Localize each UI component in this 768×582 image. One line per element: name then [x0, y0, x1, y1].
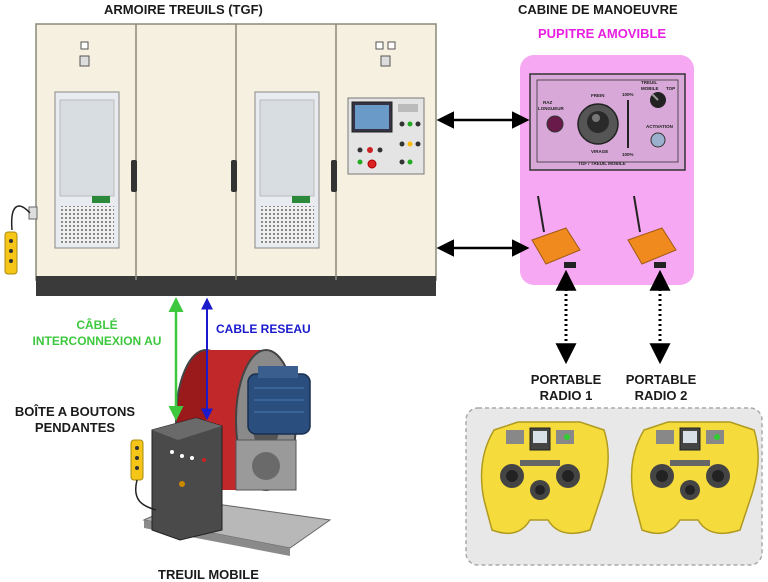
console-activation: ACTIVATION — [646, 124, 673, 129]
pendant-control-treuil — [130, 439, 157, 511]
console-virage: VIRAGE — [591, 149, 608, 154]
remote-control-1 — [480, 421, 609, 535]
console-panel-name: TGF / TREUIL MOBILE — [578, 161, 626, 166]
portable-radio-2-label: PORTABLE RADIO 2 — [625, 372, 697, 403]
console-treuil-line1: TREUIL — [641, 80, 658, 85]
cabine-title: CABINE DE MANOEUVRE — [518, 2, 678, 17]
boite-boutons-label: BOÎTE A BOUTONS PENDANTES — [14, 404, 136, 435]
pendant-control-left — [4, 205, 38, 275]
remote-control-2 — [630, 421, 759, 535]
cable-interconnexion-label: CÂBLÉ INTERCONNEXION AU — [32, 318, 162, 348]
console-treuil-line2: MOBILE — [641, 86, 659, 91]
console-raz-line2: LONGUEUR — [538, 106, 565, 111]
treuil-mobile-machine — [142, 349, 332, 556]
radio-receiver-2 — [627, 195, 677, 268]
console-top: TOP — [666, 86, 675, 91]
radio-receiver-1 — [531, 195, 581, 268]
control-console — [529, 73, 686, 171]
armoire-title: ARMOIRE TREUILS (TGF) — [104, 2, 263, 17]
console-raz-line1: RAZ — [543, 100, 552, 105]
portable-radio-1-label: PORTABLE RADIO 1 — [530, 372, 602, 403]
cable-reseau-label: CABLE RESEAU — [216, 322, 311, 336]
console-frein: FREIN — [591, 93, 605, 98]
treuil-mobile-label: TREUIL MOBILE — [158, 567, 259, 582]
armoire-cabinets — [35, 23, 437, 296]
console-pct-bottom: 100% — [622, 152, 634, 157]
hmi-panel — [347, 97, 425, 175]
inverter-1 — [54, 91, 120, 249]
pupitre-title: PUPITRE AMOVIBLE — [538, 26, 667, 41]
inverter-2 — [254, 91, 320, 249]
console-pct-top: 100% — [622, 92, 634, 97]
